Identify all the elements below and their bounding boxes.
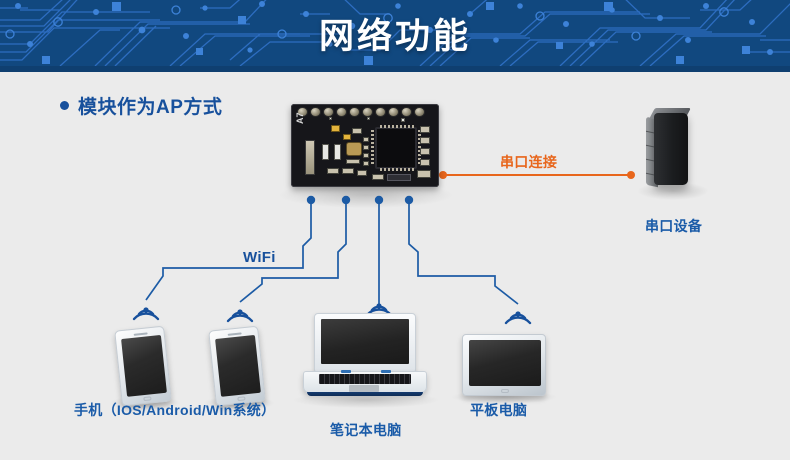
smartphone-icon[interactable]	[114, 325, 172, 407]
tablet-label: 平板电脑	[470, 402, 528, 418]
smd-component	[352, 128, 362, 134]
page-title: 网络功能	[318, 15, 471, 57]
smd-component	[343, 134, 351, 140]
pin-pad	[310, 107, 321, 117]
serial-link-label: 串口连接	[500, 154, 558, 170]
phones-label: 手机（IOS/Android/Win系统）	[74, 402, 276, 418]
wifi-connection-lines	[145, 200, 519, 308]
phone-speaker	[133, 332, 148, 336]
laptop-hinge	[381, 370, 391, 373]
smd-component	[329, 117, 332, 120]
smd-component	[327, 168, 339, 174]
smd-component	[363, 153, 369, 158]
laptop-foot	[307, 392, 423, 396]
tablet-icon[interactable]	[462, 334, 546, 396]
pin-pad	[297, 107, 308, 117]
smd-component	[363, 137, 369, 142]
laptop-screen	[321, 319, 409, 364]
module-pin-dots	[306, 195, 414, 205]
wifi-link-label: WiFi	[243, 249, 276, 266]
pin-header-row	[297, 107, 425, 117]
smartphone-icon[interactable]	[208, 325, 266, 407]
main-chip	[375, 125, 417, 171]
serial-device-icon[interactable]	[646, 108, 694, 188]
bullet-dot-icon	[60, 101, 69, 110]
pin-pad	[414, 107, 425, 117]
laptop-keyboard	[319, 374, 411, 384]
pin-pad	[323, 107, 334, 117]
tablet-home-button	[501, 389, 509, 393]
smd-component	[346, 159, 360, 164]
wifi-module-board[interactable]: A7	[291, 104, 439, 187]
pcb-body: A7	[291, 104, 439, 187]
pcb-edge	[291, 104, 439, 187]
smd-component	[417, 170, 431, 178]
phone-frame	[208, 325, 266, 407]
section-subtitle: 模块作为AP方式	[60, 92, 222, 119]
smd-component	[420, 159, 430, 166]
pin-pad	[401, 107, 412, 117]
pin-pad	[362, 107, 373, 117]
laptop-label: 笔记本电脑	[330, 422, 402, 438]
chip-pins-right	[418, 130, 421, 166]
pin-pad	[336, 107, 347, 117]
pin-pad	[375, 107, 386, 117]
pin-pad	[388, 107, 399, 117]
laptop-icon[interactable]	[303, 313, 427, 397]
serial-device-body	[654, 113, 688, 185]
phone-speaker	[227, 332, 242, 336]
pin-pad	[349, 107, 360, 117]
smd-component	[420, 137, 430, 144]
smd-component	[357, 170, 367, 176]
smd-component	[401, 118, 405, 122]
tablet-screen	[469, 340, 541, 386]
smd-component	[367, 117, 370, 120]
smd-component	[363, 161, 369, 166]
laptop-shadow	[294, 392, 438, 408]
serial-device-label: 串口设备	[645, 218, 703, 234]
wifi-signal-icons	[132, 303, 532, 325]
smd-component	[322, 144, 329, 160]
smd-component	[331, 125, 340, 132]
tablet-frame	[462, 334, 546, 396]
circuit-pattern-icon	[0, 0, 790, 66]
smd-component	[420, 148, 430, 155]
chip-pins-left	[371, 130, 374, 166]
smd-component	[334, 144, 341, 160]
laptop-lid	[314, 313, 416, 372]
smd-component	[342, 168, 354, 174]
subtitle-text: 模块作为AP方式	[78, 97, 223, 118]
page-header: 网络功能	[0, 0, 790, 72]
smd-component	[372, 174, 384, 180]
laptop-trackpad	[349, 385, 379, 392]
smd-component	[420, 126, 430, 133]
phone-frame	[114, 325, 172, 407]
crystal-component	[346, 142, 362, 156]
serial-connection-line	[439, 171, 635, 179]
phone-screen	[215, 334, 261, 397]
laptop-hinge	[341, 370, 351, 373]
phone-screen	[121, 334, 167, 397]
smd-component	[363, 145, 369, 150]
antenna-pad	[305, 140, 315, 175]
smd-component	[387, 174, 411, 181]
header-bottom-strip	[0, 66, 790, 72]
